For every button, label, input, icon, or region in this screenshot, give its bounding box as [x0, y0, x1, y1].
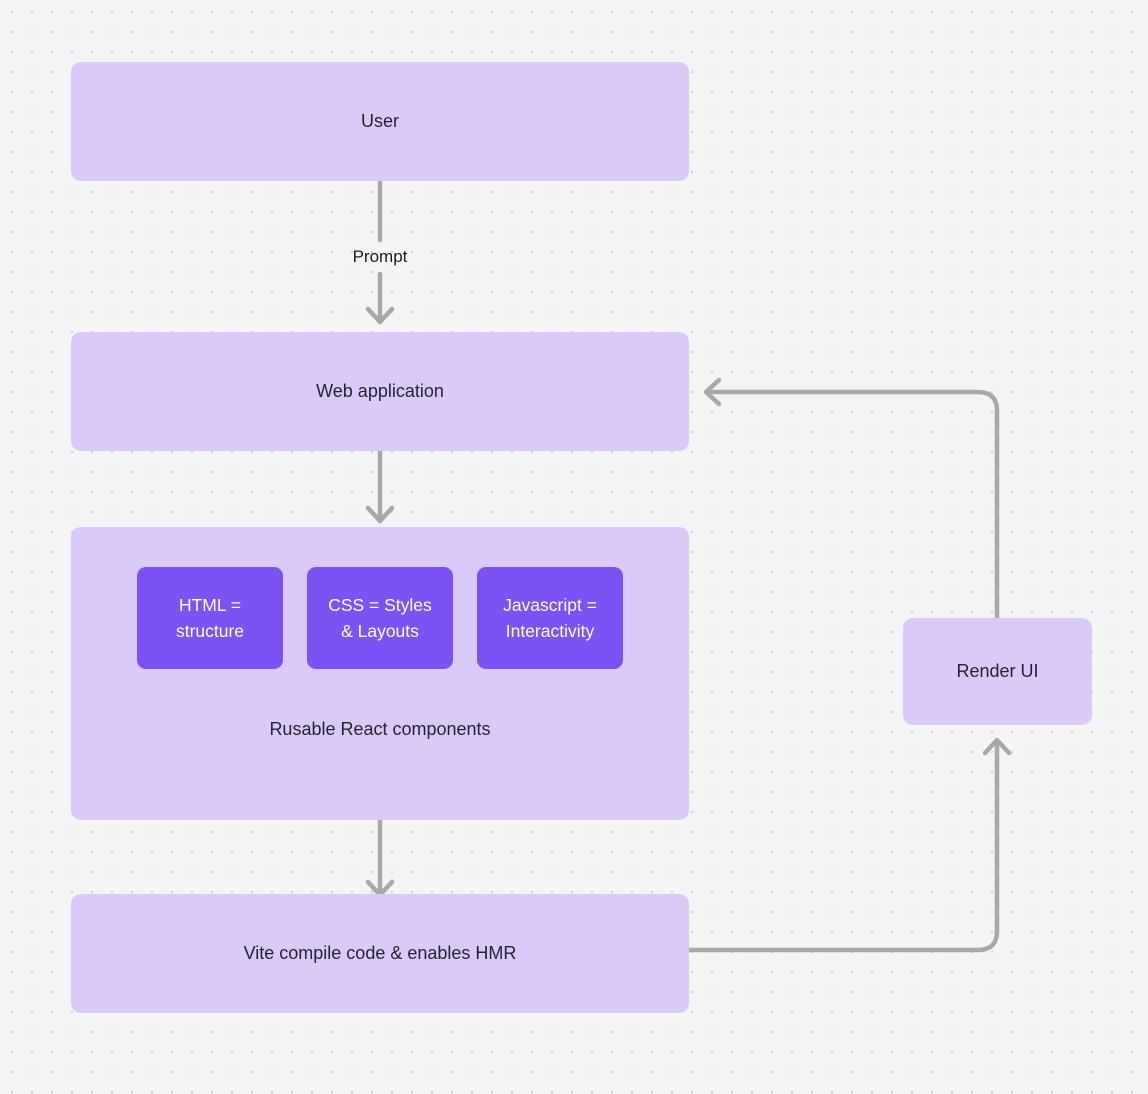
- node-render-ui-label: Render UI: [956, 660, 1039, 681]
- node-render-ui[interactable]: Render UI: [903, 618, 1092, 725]
- chip-css-line1: CSS = Styles: [328, 594, 432, 615]
- chip-css-label: CSS = Styles & Layouts: [328, 592, 432, 645]
- node-vite-label: Vite compile code & enables HMR: [243, 942, 517, 963]
- chip-html-line1: HTML =: [178, 594, 242, 615]
- edge-vite-to-render: [687, 737, 1012, 953]
- node-user-label: User: [360, 110, 399, 131]
- chip-javascript-line1: Javascript =: [503, 594, 597, 615]
- edge-webapp-to-group: [365, 448, 395, 524]
- node-web-application[interactable]: Web application: [71, 332, 689, 451]
- chip-html[interactable]: HTML = structure: [137, 567, 283, 669]
- chip-javascript-line2: Interactivity: [505, 621, 595, 641]
- chip-html-line2: structure: [175, 621, 245, 641]
- chip-css[interactable]: CSS = Styles & Layouts: [307, 567, 453, 669]
- chip-css-line2: & Layouts: [341, 621, 419, 641]
- chip-javascript[interactable]: Javascript = Interactivity: [477, 567, 623, 669]
- node-react-components-group[interactable]: HTML = structure CSS = Styles & Layouts Ja…: [71, 527, 689, 820]
- edge-render-to-webapp: [703, 377, 1000, 621]
- edge-label-prompt: Prompt: [352, 247, 408, 266]
- edge-group-to-vite: [365, 817, 395, 898]
- node-user[interactable]: User: [71, 62, 689, 181]
- node-web-application-label: Web application: [316, 380, 444, 401]
- node-react-components-caption: Rusable React components: [269, 719, 491, 739]
- chip-javascript-label: Javascript = Interactivity: [503, 592, 597, 645]
- node-vite[interactable]: Vite compile code & enables HMR: [71, 894, 689, 1013]
- chip-html-label: HTML = structure: [176, 592, 244, 645]
